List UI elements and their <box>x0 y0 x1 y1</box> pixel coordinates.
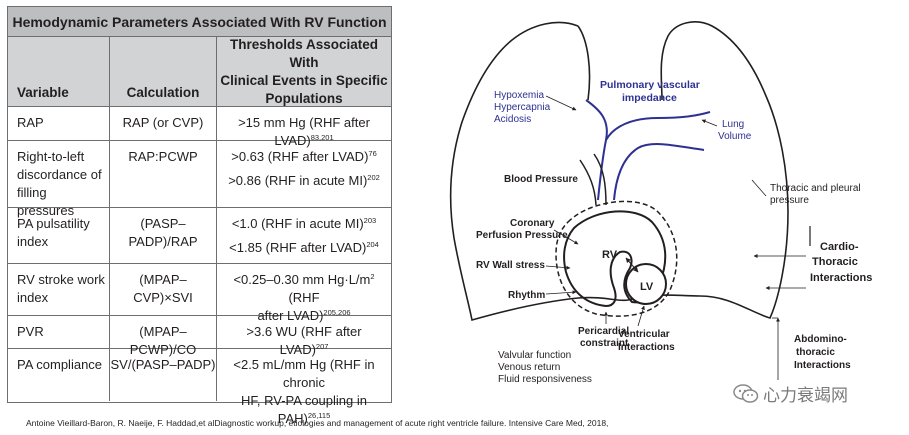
pulmonary-vessels <box>585 99 711 201</box>
cell-variable: PA compliance <box>8 349 110 401</box>
label-coronary-2: Perfusion Pressure <box>476 230 568 241</box>
label-lv: LV <box>640 281 654 293</box>
cell-variable: PA pulsatility index <box>8 208 110 263</box>
cell-variable: RV stroke work index <box>8 264 110 315</box>
label-cardio-2: Thoracic <box>812 256 858 268</box>
header-variable: Variable <box>8 37 110 106</box>
label-ventricular-2: Interactions <box>618 342 675 353</box>
table-row: Right-to-left discordance of filling pre… <box>8 141 391 218</box>
cell-calculation: RAP:PCWP <box>110 141 217 207</box>
label-lung-2: Volume <box>718 131 752 142</box>
table-row: PA compliance SV/(PASP–PADP) <2.5 mL/mm … <box>8 349 391 426</box>
label-pericardial-1: Pericardial <box>578 326 629 337</box>
label-rhythm: Rhythm <box>508 290 545 301</box>
cell-threshold: >15 mm Hg (RHF after LVAD)83,201 <box>238 115 370 148</box>
label-pvi-1: Pulmonary vascular <box>600 79 700 91</box>
table-title: Hemodynamic Parameters Associated With R… <box>8 7 391 37</box>
label-thoracic-1: Thoracic and pleural <box>770 183 861 194</box>
label-pvi-2: impedance <box>622 92 677 104</box>
label-pericardial-2: constraint <box>580 338 629 349</box>
label-rv: RV <box>602 249 618 261</box>
label-coronary-1: Coronary <box>510 218 555 229</box>
cell-calculation: SV/(PASP–PADP) <box>110 349 217 401</box>
label-valvular: Valvular function <box>498 350 571 361</box>
pericardium <box>555 200 678 317</box>
label-ventricular-1: Ventricular <box>618 329 670 340</box>
label-rv-wall-stress: RV Wall stress <box>476 260 545 271</box>
hemodynamic-table: Hemodynamic Parameters Associated With R… <box>7 6 392 426</box>
table-row: PA pulsatility index (PASP–PADP)/RAP <1.… <box>8 208 391 264</box>
label-hypoxemia: Hypoxemia <box>494 90 544 101</box>
label-venous: Venous return <box>498 362 560 373</box>
wechat-icon <box>733 383 759 405</box>
cell-threshold: <2.5 mL/mm Hg (RHF in chronic HF, RV-PA … <box>233 357 375 426</box>
cell-threshold: <0.25–0.30 mm Hg·L/m2 (RHF after LVAD)20… <box>233 272 375 323</box>
cell-threshold: >3.6 WU (RHF after LVAD)207 <box>246 324 362 357</box>
table-row: RAP RAP (or CVP) >15 mm Hg (RHF after LV… <box>8 107 391 148</box>
cell-calculation: RAP (or CVP) <box>110 107 217 140</box>
watermark-text: 心力衰竭网 <box>763 386 848 406</box>
table-row: RV stroke work index (MPAP–CVP)×SVI <0.2… <box>8 264 391 323</box>
label-thoracic-2: pressure <box>770 195 809 206</box>
cell-variable: PVR <box>8 316 110 348</box>
label-cardio-3: Interactions <box>810 272 872 284</box>
label-blood-pressure: Blood Pressure <box>504 174 578 185</box>
header-thresholds: Thresholds Associated With Clinical Even… <box>220 36 388 106</box>
label-cardio-1: Cardio- <box>820 241 859 253</box>
cell-threshold: >0.63 (RHF after LVAD)76 >0.86 (RHF in a… <box>228 149 380 188</box>
citation-text: Antoine Vieillard-Baron, R. Naeije, F. H… <box>26 418 609 428</box>
label-fluid: Fluid responsiveness <box>498 374 592 385</box>
cell-calculation: (MPAP–CVP)×SVI <box>110 264 217 315</box>
cell-variable: Right-to-left discordance of filling pre… <box>8 141 110 218</box>
table-row: PVR (MPAP–PCWP)/CO >3.6 WU (RHF after LV… <box>8 316 391 357</box>
rv-interactions-diagram: Hypoxemia Hypercapnia Acidosis Pulmonary… <box>400 0 909 410</box>
label-abdomino-1: Abdomino- <box>794 334 847 345</box>
label-abdomino-2: thoracic <box>796 347 835 358</box>
watermark: 心力衰竭网 <box>733 381 848 406</box>
label-lung-1: Lung <box>722 119 744 130</box>
cell-threshold: <1.0 (RHF in acute MI)203 <1.85 (RHF aft… <box>229 216 379 255</box>
label-abdomino-3: Interactions <box>794 360 851 371</box>
label-hypercapnia: Hypercapnia <box>494 102 551 113</box>
cell-variable: RAP <box>8 107 110 140</box>
header-calculation: Calculation <box>110 37 217 106</box>
table-header-row: Variable Calculation Thresholds Associat… <box>8 37 391 107</box>
label-acidosis: Acidosis <box>494 114 531 125</box>
cell-calculation: (PASP–PADP)/RAP <box>110 208 217 263</box>
cell-calculation: (MPAP–PCWP)/CO <box>110 316 217 357</box>
lv-chamber <box>625 263 667 305</box>
